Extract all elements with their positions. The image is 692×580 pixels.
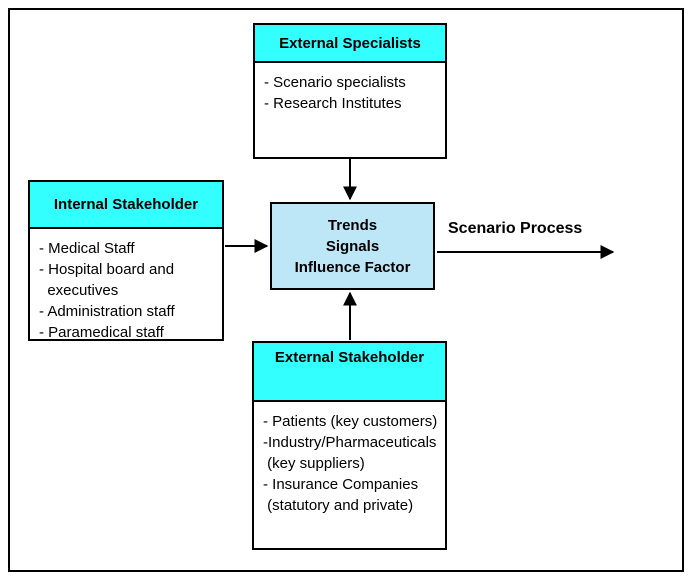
list-item: - Insurance Companies — [263, 476, 419, 493]
external-stakeholder-title: External Stakeholder — [274, 349, 425, 366]
external-specialists-body: - Scenario specialists - Research Instit… — [255, 63, 445, 114]
central-line: Influence Factor — [294, 258, 411, 276]
external-stakeholder-header: External Stakeholder — [254, 343, 445, 402]
internal-stakeholder-body: - Medical Staff - Hospital board and exe… — [30, 229, 222, 343]
list-item: (statutory and private) — [263, 497, 414, 514]
scenario-process-label: Scenario Process — [448, 220, 583, 237]
external-specialists-header: External Specialists — [255, 25, 445, 63]
list-item: - Scenario specialists — [264, 74, 406, 91]
central-line: Signals — [325, 237, 380, 255]
list-item: - Patients (key customers) — [263, 413, 438, 430]
central-line: Trends — [327, 216, 378, 234]
external-specialists-title: External Specialists — [279, 34, 421, 52]
external-stakeholder-box: External Stakeholder - Patients (key cus… — [252, 341, 447, 550]
list-item: -Industry/Pharmaceuticals — [263, 434, 437, 451]
external-specialists-box: External Specialists - Scenario speciali… — [253, 23, 447, 159]
list-item: (key suppliers) — [263, 455, 365, 472]
internal-stakeholder-title: Internal Stakeholder — [53, 196, 199, 213]
list-item: executives — [39, 282, 119, 299]
central-factors-box: Trends Signals Influence Factor — [270, 202, 435, 290]
list-item: - Paramedical staff — [39, 324, 164, 341]
list-item: - Medical Staff — [39, 240, 135, 257]
list-item: - Hospital board and — [39, 261, 175, 278]
list-item: - Research Institutes — [264, 95, 402, 112]
internal-stakeholder-header: Internal Stakeholder — [30, 182, 222, 229]
outer-border — [8, 8, 684, 572]
internal-stakeholder-box: Internal Stakeholder - Medical Staff - H… — [28, 180, 224, 341]
list-item: - Administration staff — [39, 303, 175, 320]
external-stakeholder-body: - Patients (key customers) -Industry/Pha… — [254, 402, 445, 516]
